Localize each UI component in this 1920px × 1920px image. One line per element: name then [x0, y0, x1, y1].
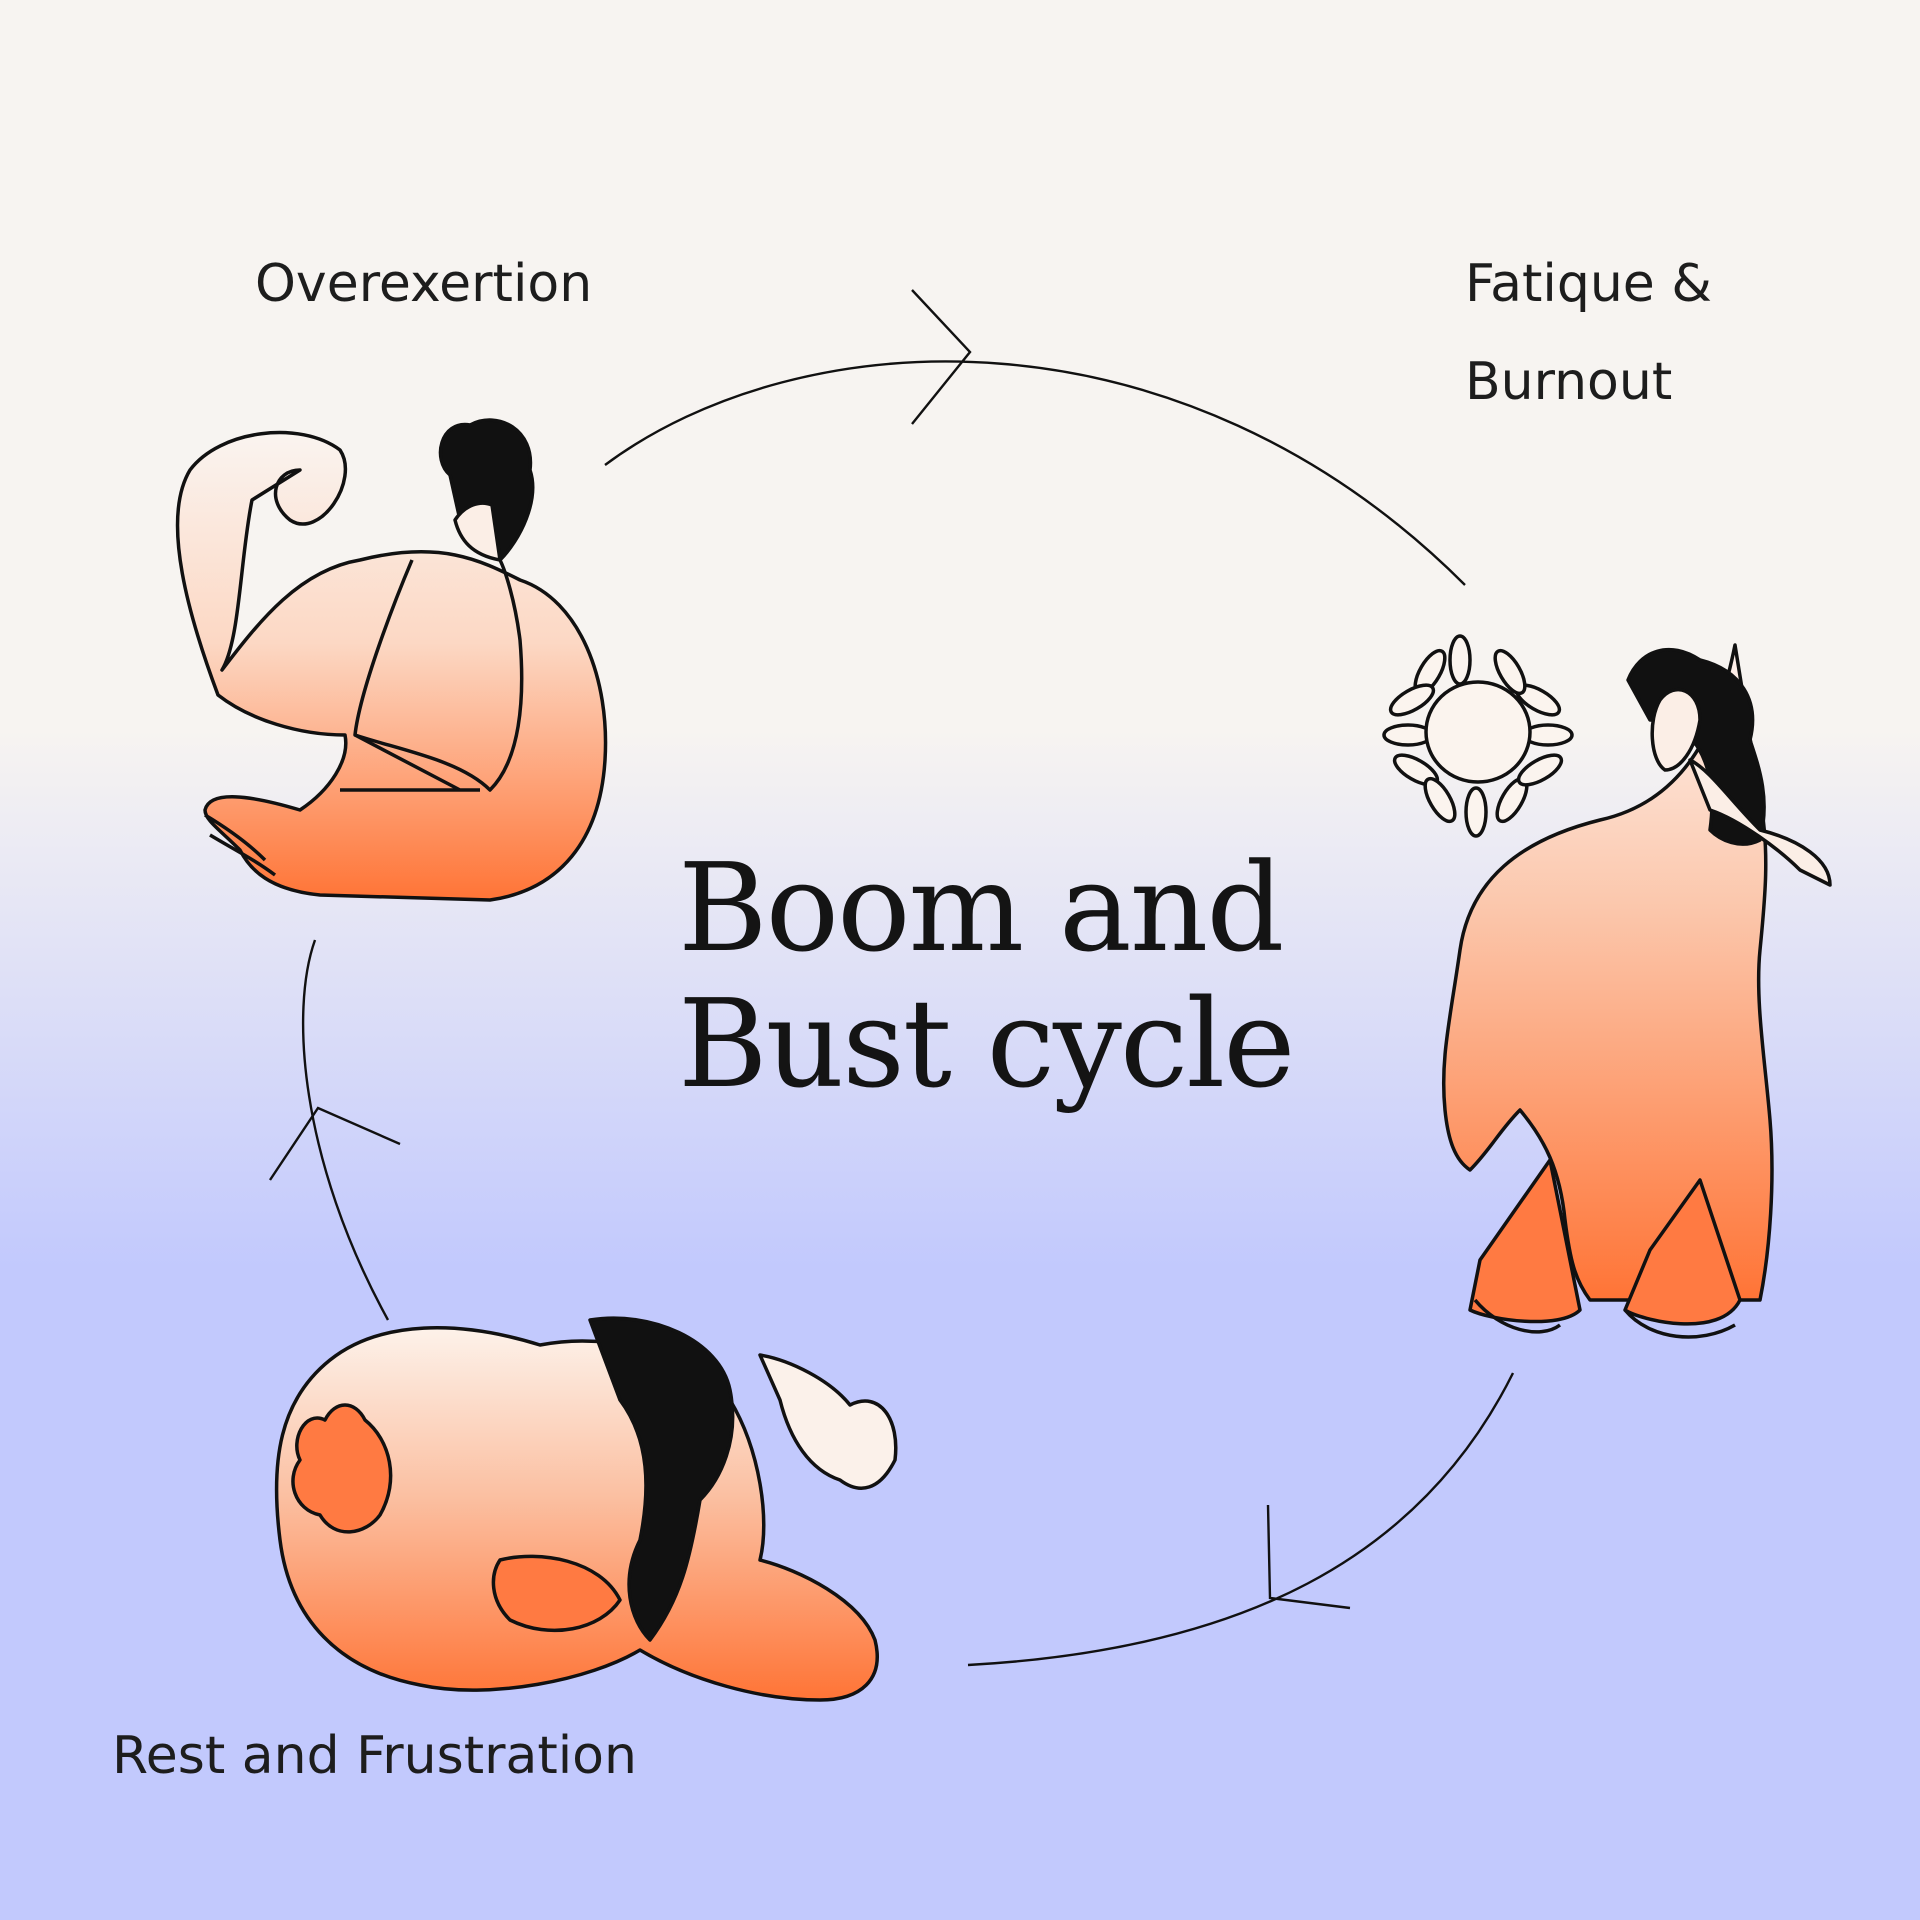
fatigue-figure [1382, 634, 1832, 1339]
cycle-arrow-top [911, 289, 972, 425]
overexertion-label-line: Overexertion [255, 254, 593, 314]
title-line-1: Boom and [678, 837, 1284, 979]
rest-label-line: Rest and Frustration [112, 1726, 637, 1786]
cycle-arc-left [301, 939, 390, 1321]
stage-label-overexertion: Overexertion [255, 235, 592, 333]
stage-label-fatigue: Fatique & Burnout [1465, 235, 1712, 431]
overexertion-figure [175, 418, 608, 902]
stage-label-rest: Rest and Frustration [112, 1707, 637, 1805]
daisy-flower-icon [1382, 634, 1574, 838]
diagram-title: Boom and Bust cycle [678, 837, 1295, 1115]
fatigue-label-line-2: Burnout [1465, 352, 1673, 412]
cycle-arc-top [604, 360, 1466, 586]
rest-figure [274, 1316, 898, 1702]
cycle-arrow-left [269, 1106, 401, 1181]
title-line-2: Bust cycle [678, 973, 1295, 1115]
cycle-arrow-right [1266, 1504, 1351, 1610]
cycle-arc-right [967, 1372, 1515, 1667]
fatigue-label-line-1: Fatique & [1465, 254, 1712, 314]
